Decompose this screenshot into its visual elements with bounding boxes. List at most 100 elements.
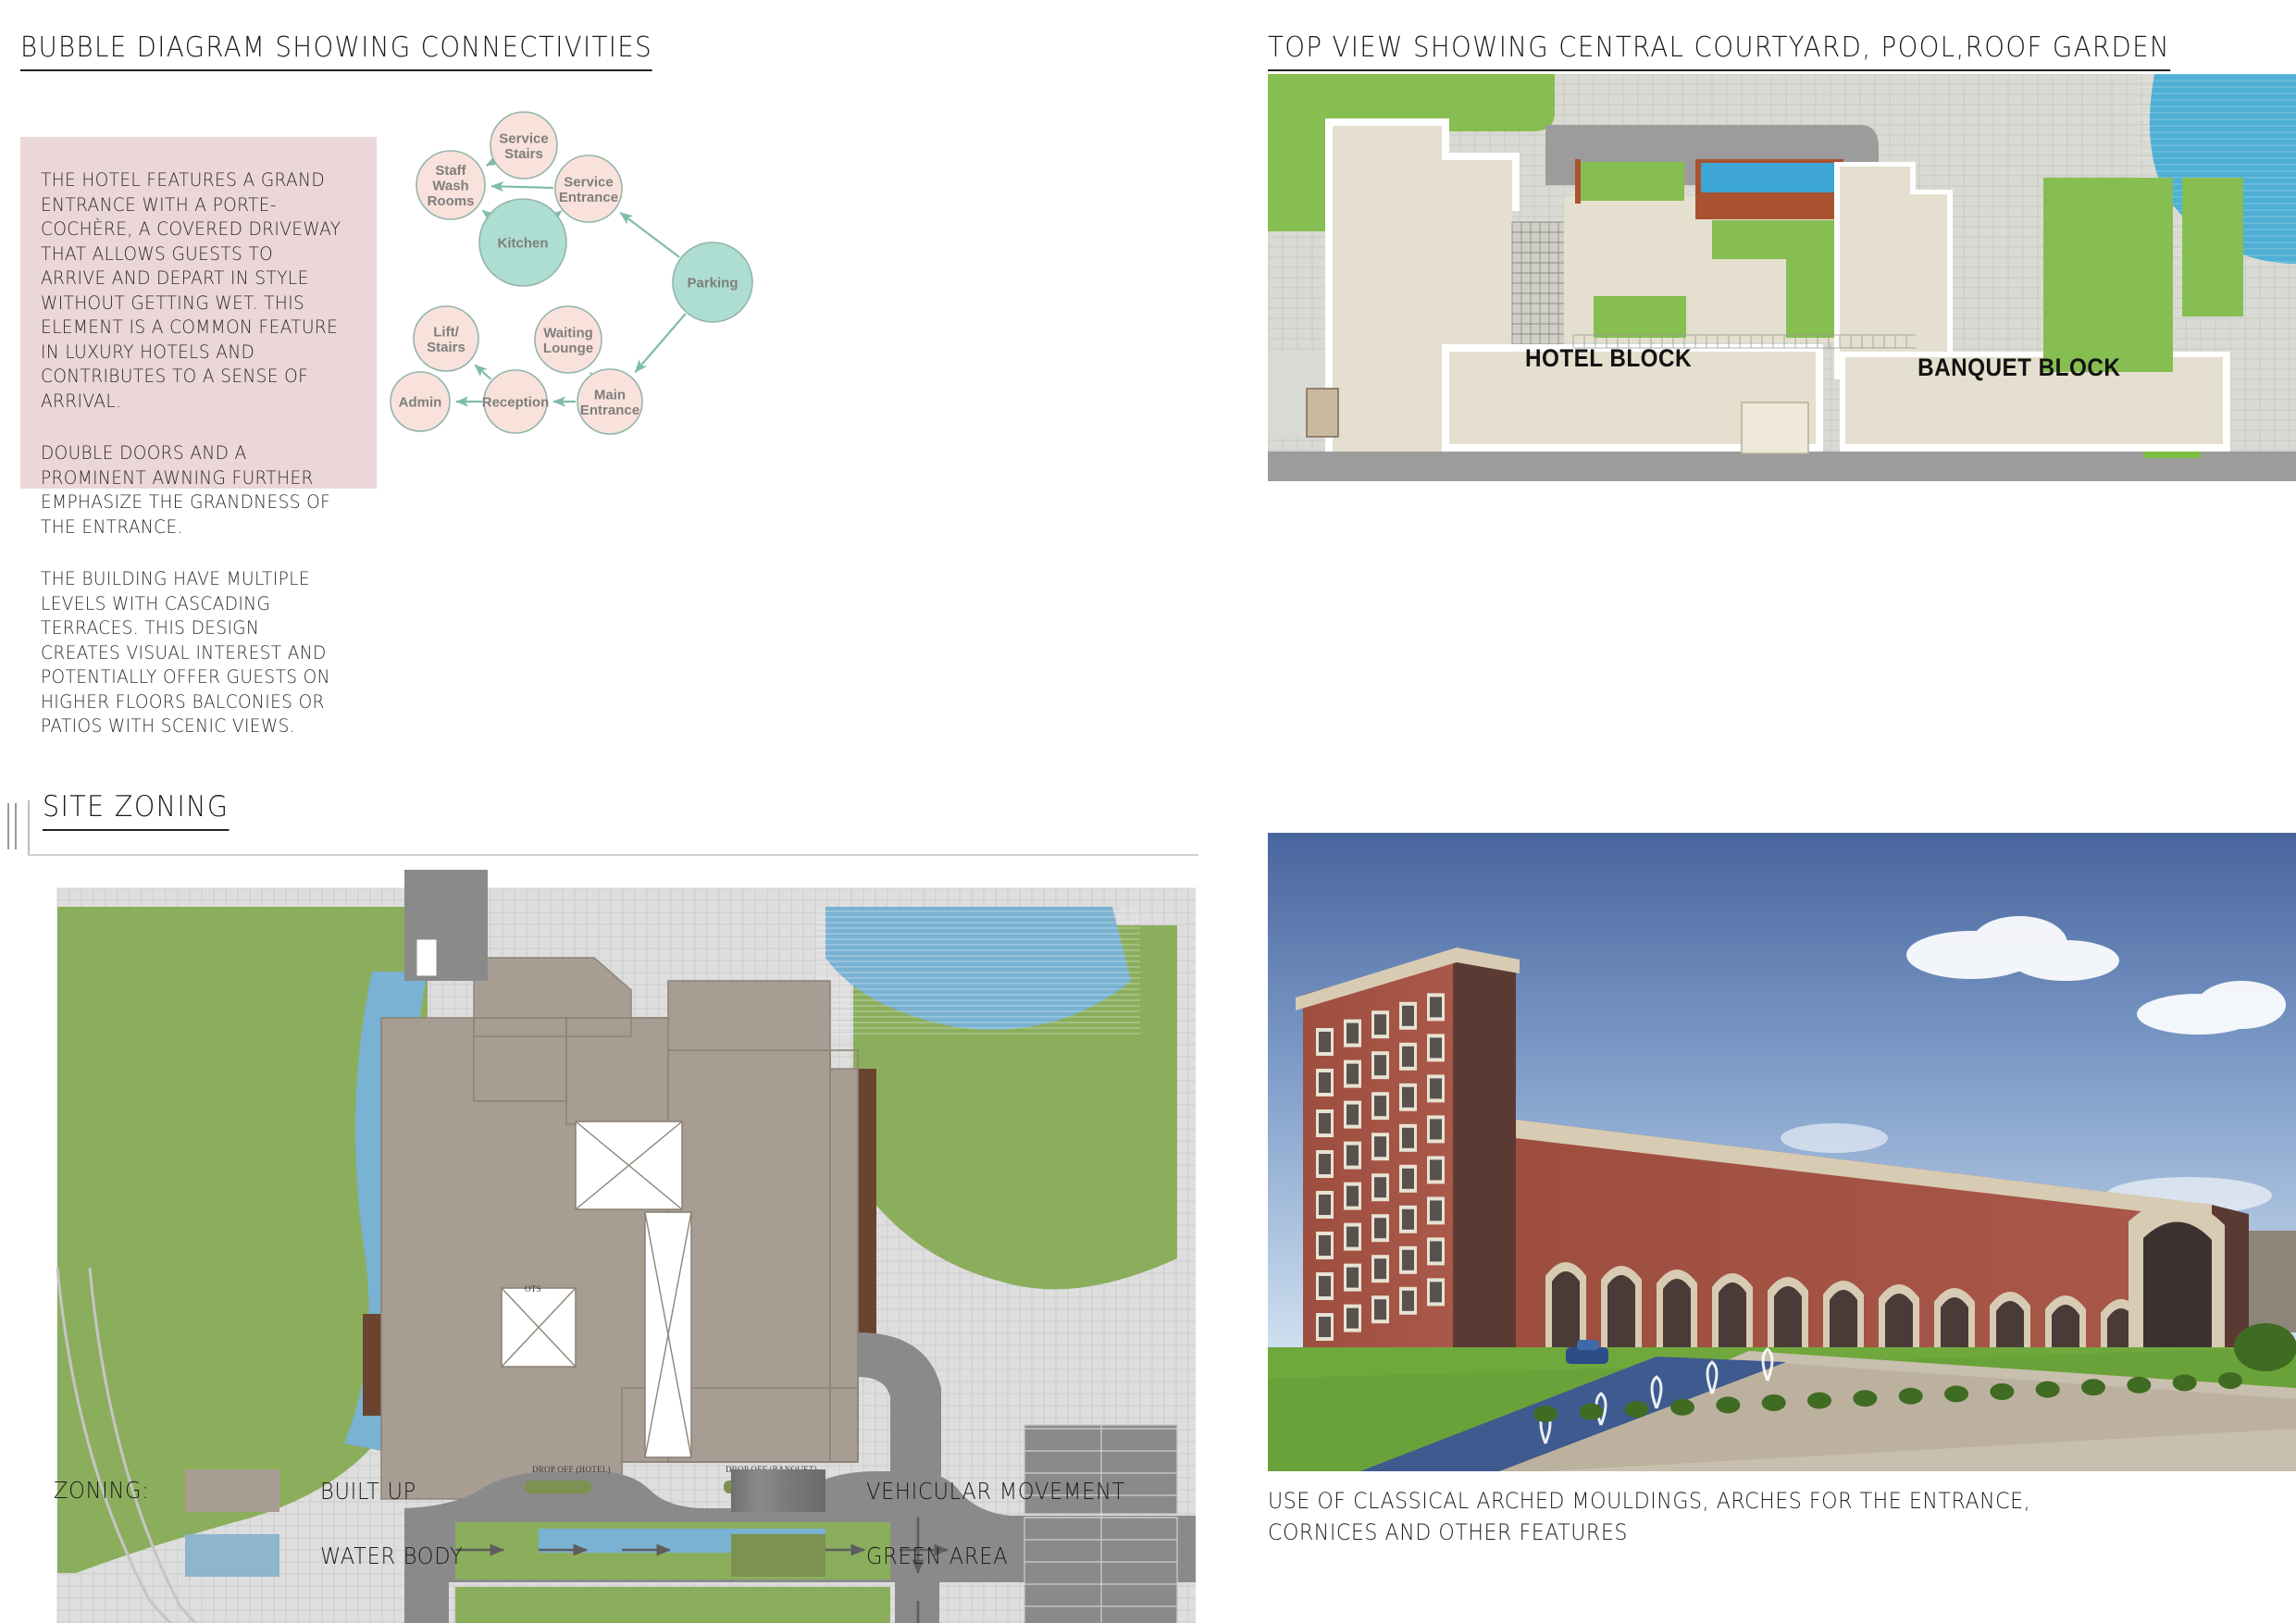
description-paragraph-2: DOUBLE DOORS AND A PROMINENT AWNING FURT… xyxy=(41,442,331,538)
description-paragraph-1: THE HOTEL FEATURES A GRAND ENTRANCE WITH… xyxy=(41,169,341,412)
bubble-node-label: Kitchen xyxy=(497,236,548,252)
bubble-edge-parking-to-service-entrance xyxy=(619,212,680,258)
render-panel: USE OF CLASSICAL ARCHED MOULDINGS, ARCHE… xyxy=(1268,833,2296,1545)
topview-plan-drawing xyxy=(1268,74,2296,481)
bubble-diagram-title-text: BUBBLE DIAGRAM SHOWING CONNECTIVITIES xyxy=(20,31,652,71)
bubble-node-label: Parking xyxy=(687,276,738,291)
bubble-node-circle xyxy=(483,369,548,434)
bubble-node-label: Lift/Stairs xyxy=(427,324,465,355)
bubble-node-reception[interactable]: Reception xyxy=(482,369,550,434)
bubble-node-circle xyxy=(413,305,479,372)
zoning-frame-bottom-line xyxy=(28,854,1198,856)
bubble-node-circle xyxy=(478,198,567,287)
hotel-description-box: THE HOTEL FEATURES A GRAND ENTRANCE WITH… xyxy=(20,137,377,737)
bubble-node-circle xyxy=(672,242,753,323)
legend-swatch-vehicular xyxy=(731,1469,825,1512)
fountain-jet xyxy=(1650,1375,1663,1409)
legend-label-built-up: BUILT UP xyxy=(320,1477,416,1505)
site-plan-drawing xyxy=(20,870,1196,1623)
bubble-node-circle xyxy=(490,111,558,180)
banquet-block-label: BANQUET BLOCK xyxy=(1917,353,2121,381)
legend-label-vehicular: VEHICULAR MOVEMENT xyxy=(866,1477,1126,1505)
shrub xyxy=(1807,1392,1831,1409)
bubble-diagram-title: BUBBLE DIAGRAM SHOWING CONNECTIVITIES xyxy=(20,31,652,71)
shrub xyxy=(1944,1385,1968,1403)
shrub xyxy=(2081,1379,2105,1396)
exterior-render-drawing xyxy=(1268,833,2296,1471)
legend-swatch-water xyxy=(185,1534,279,1577)
legend-item-built-up: BUILT UP xyxy=(185,1469,428,1512)
render-caption-line-2: CORNICES AND OTHER FEATURES xyxy=(1268,1519,1628,1545)
shrub xyxy=(1990,1383,2015,1400)
bubble-edge-kitchen-to-staff-wash xyxy=(481,209,496,223)
legend-label-water: WATER BODY xyxy=(320,1542,464,1569)
site-zoning-title-text: SITE ZONING xyxy=(43,790,230,831)
fountain-jet xyxy=(1761,1347,1774,1381)
arch-opening xyxy=(1607,1275,1635,1365)
site-zoning-panel: DROP OFF (HOTEL) DROP OFF (BANQUET) OTS xyxy=(0,777,1249,1623)
bubble-node-circle xyxy=(390,371,451,432)
zoning-legend: ZONING: BUILT UP VEHICULAR MOVEMENT WATE… xyxy=(0,1453,1249,1577)
shrub xyxy=(1853,1390,1878,1407)
bubble-edges xyxy=(455,155,687,407)
legend-swatch-built-up xyxy=(185,1469,279,1512)
site-zoning-title: SITE ZONING xyxy=(43,790,230,831)
topview-title-text: TOP VIEW SHOWING CENTRAL COURTYARD, POOL… xyxy=(1268,31,2170,71)
bubble-edge-parking-to-main-entrance xyxy=(634,313,687,373)
ots-label: OTS xyxy=(525,1284,541,1294)
shrub xyxy=(2218,1372,2242,1389)
shrub xyxy=(2035,1381,2060,1398)
arch-opening xyxy=(1663,1279,1691,1369)
shrub xyxy=(2127,1376,2152,1394)
render-caption-line-1: USE OF CLASSICAL ARCHED MOULDINGS, ARCHE… xyxy=(1268,1488,2031,1514)
drop-off-hotel-label: DROP OFF (HOTEL) xyxy=(532,1465,611,1474)
hotel-block-label: HOTEL BLOCK xyxy=(1525,344,1692,372)
bubble-edge-service-entrance-to-staff-wash xyxy=(490,180,554,192)
shrub xyxy=(1670,1398,1694,1416)
shrub xyxy=(2172,1374,2197,1392)
topview-panel: HOTEL BLOCK BANQUET BLOCK xyxy=(1268,74,2296,481)
description-paragraph-3: THE BUILDING HAVE MULTIPLE LEVELS WITH C… xyxy=(41,568,330,737)
shrub xyxy=(1898,1387,1923,1405)
legend-item-vehicular: VEHICULAR MOVEMENT xyxy=(731,1469,1154,1512)
bubble-node-parking[interactable]: Parking xyxy=(672,242,753,323)
zoning-frame-left-line xyxy=(28,800,30,856)
legend-item-water: WATER BODY xyxy=(185,1534,479,1577)
shrub xyxy=(1533,1406,1558,1422)
arch-opening xyxy=(1552,1271,1580,1361)
bubble-node-lift-stairs[interactable]: Lift/Stairs xyxy=(413,305,479,372)
render-caption: USE OF CLASSICAL ARCHED MOULDINGS, ARCHE… xyxy=(1268,1485,2188,1548)
bubble-diagram-panel: THE HOTEL FEATURES A GRAND ENTRANCE WITH… xyxy=(0,74,1249,737)
legend-label-green: GREEN AREA xyxy=(866,1542,1009,1569)
bubble-edge-service-stairs-to-staff-wash xyxy=(485,155,500,167)
bubble-node-admin[interactable]: Admin xyxy=(390,371,451,432)
shrub xyxy=(1579,1403,1604,1420)
topview-image: HOTEL BLOCK BANQUET BLOCK xyxy=(1268,74,2296,481)
shrub xyxy=(1716,1396,1741,1414)
legend-title: ZONING: xyxy=(54,1477,150,1504)
render-image xyxy=(1268,833,2296,1471)
shrub xyxy=(1761,1394,1786,1411)
bubble-node-label: Reception xyxy=(482,395,550,411)
bubble-node-circle xyxy=(416,150,486,220)
bubble-node-kitchen[interactable]: Kitchen xyxy=(478,198,567,287)
fountain-jet xyxy=(1706,1360,1719,1394)
zoning-title-marker xyxy=(7,803,17,849)
bubble-node-circle xyxy=(577,368,643,435)
site-zoning-image: DROP OFF (HOTEL) DROP OFF (BANQUET) OTS xyxy=(20,870,1196,1623)
bubble-edge-reception-to-lift-stairs xyxy=(474,364,492,380)
bubble-node-circle xyxy=(554,155,623,223)
bubble-node-circle xyxy=(534,305,602,374)
